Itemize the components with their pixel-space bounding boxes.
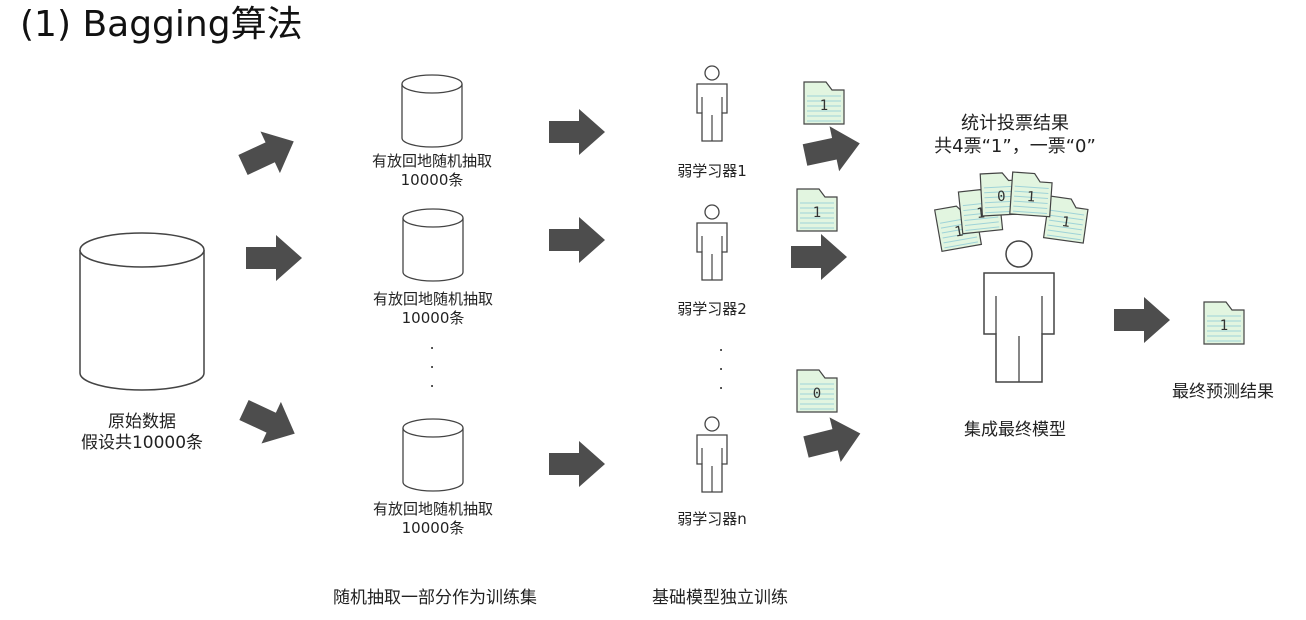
- sample-cylinder-icon: [402, 418, 464, 492]
- arrow-icon: [246, 235, 302, 281]
- svg-text:1: 1: [1220, 318, 1228, 334]
- arrow-icon: [233, 120, 304, 186]
- sample-label-line1: 有放回地随机抽取: [372, 500, 493, 518]
- sample-label-line1: 有放回地随机抽取: [371, 152, 492, 170]
- ensemble-model-person-icon: [983, 240, 1055, 383]
- weak-learner-person-icon: [696, 204, 728, 281]
- samples-ellipsis: . . .: [429, 334, 435, 391]
- sample-label-line2: 10000条: [401, 518, 465, 537]
- vote-document-icon: 1: [796, 188, 838, 232]
- arrow-icon: [1114, 297, 1170, 343]
- weak-learner-label: 弱学习器n: [677, 510, 747, 528]
- final-result-document-icon: 1: [1203, 301, 1245, 345]
- arrow-icon: [549, 217, 605, 263]
- svg-text:0: 0: [997, 189, 1006, 205]
- ballot-document-icon: 1: [957, 187, 1004, 235]
- original-data-cylinder-icon: [79, 232, 205, 391]
- stage-caption-training: 基础模型独立训练: [652, 588, 788, 608]
- svg-text:0: 0: [813, 386, 821, 402]
- weak-learner-person-icon: [696, 416, 728, 493]
- ballot-document-icon: 1: [1009, 171, 1054, 218]
- sample-label-line2: 10000条: [400, 170, 464, 189]
- arrow-icon: [800, 411, 866, 470]
- sample-cylinder-icon: [402, 208, 464, 282]
- vote-summary-count: 共4票“1”，一票“0”: [934, 135, 1096, 157]
- svg-text:1: 1: [976, 205, 986, 222]
- sample-label-line2: 10000条: [401, 308, 465, 327]
- ballot-pile: 1 1 1 0 1: [934, 171, 1090, 252]
- weak-learner-label: 弱学习器1: [677, 162, 747, 180]
- svg-text:1: 1: [953, 223, 964, 240]
- arrow-icon: [549, 441, 605, 487]
- ballot-document-icon: 1: [934, 202, 982, 252]
- page-title: (1) Bagging算法: [20, 4, 303, 45]
- original-data-label: 原始数据 假设共10000条: [62, 412, 222, 455]
- ballot-document-icon: 0: [979, 171, 1023, 217]
- sample-cylinder-icon: [401, 74, 463, 148]
- sample-label: 有放回地随机抽取 10000条: [362, 152, 502, 190]
- ballot-document-icon: 1: [1042, 195, 1090, 244]
- final-result-label: 最终预测结果: [1172, 382, 1274, 402]
- vote-summary: 统计投票结果 共4票“1”，一票“0”: [900, 113, 1130, 158]
- arrow-icon: [234, 389, 305, 455]
- sample-label-line1: 有放回地随机抽取: [372, 290, 493, 308]
- ensemble-model-label: 集成最终模型: [964, 420, 1066, 440]
- svg-text:1: 1: [813, 205, 821, 221]
- sample-label: 有放回地随机抽取 10000条: [363, 500, 503, 538]
- learners-ellipsis: . . .: [718, 336, 724, 393]
- arrow-icon: [549, 109, 605, 155]
- svg-text:1: 1: [820, 98, 828, 114]
- original-data-line1: 原始数据: [108, 412, 176, 432]
- stage-caption-sampling: 随机抽取一部分作为训练集: [333, 588, 537, 608]
- arrow-icon: [791, 234, 847, 280]
- arrow-icon: [800, 120, 865, 178]
- vote-document-icon: 1: [803, 81, 845, 125]
- weak-learner-label: 弱学习器2: [677, 300, 747, 318]
- sample-label: 有放回地随机抽取 10000条: [363, 290, 503, 328]
- original-data-line2: 假设共10000条: [80, 433, 204, 454]
- svg-text:1: 1: [1026, 189, 1036, 206]
- vote-document-icon: 0: [796, 369, 838, 413]
- vote-summary-title: 统计投票结果: [961, 113, 1069, 134]
- svg-text:1: 1: [1061, 214, 1072, 231]
- weak-learner-person-icon: [696, 65, 728, 142]
